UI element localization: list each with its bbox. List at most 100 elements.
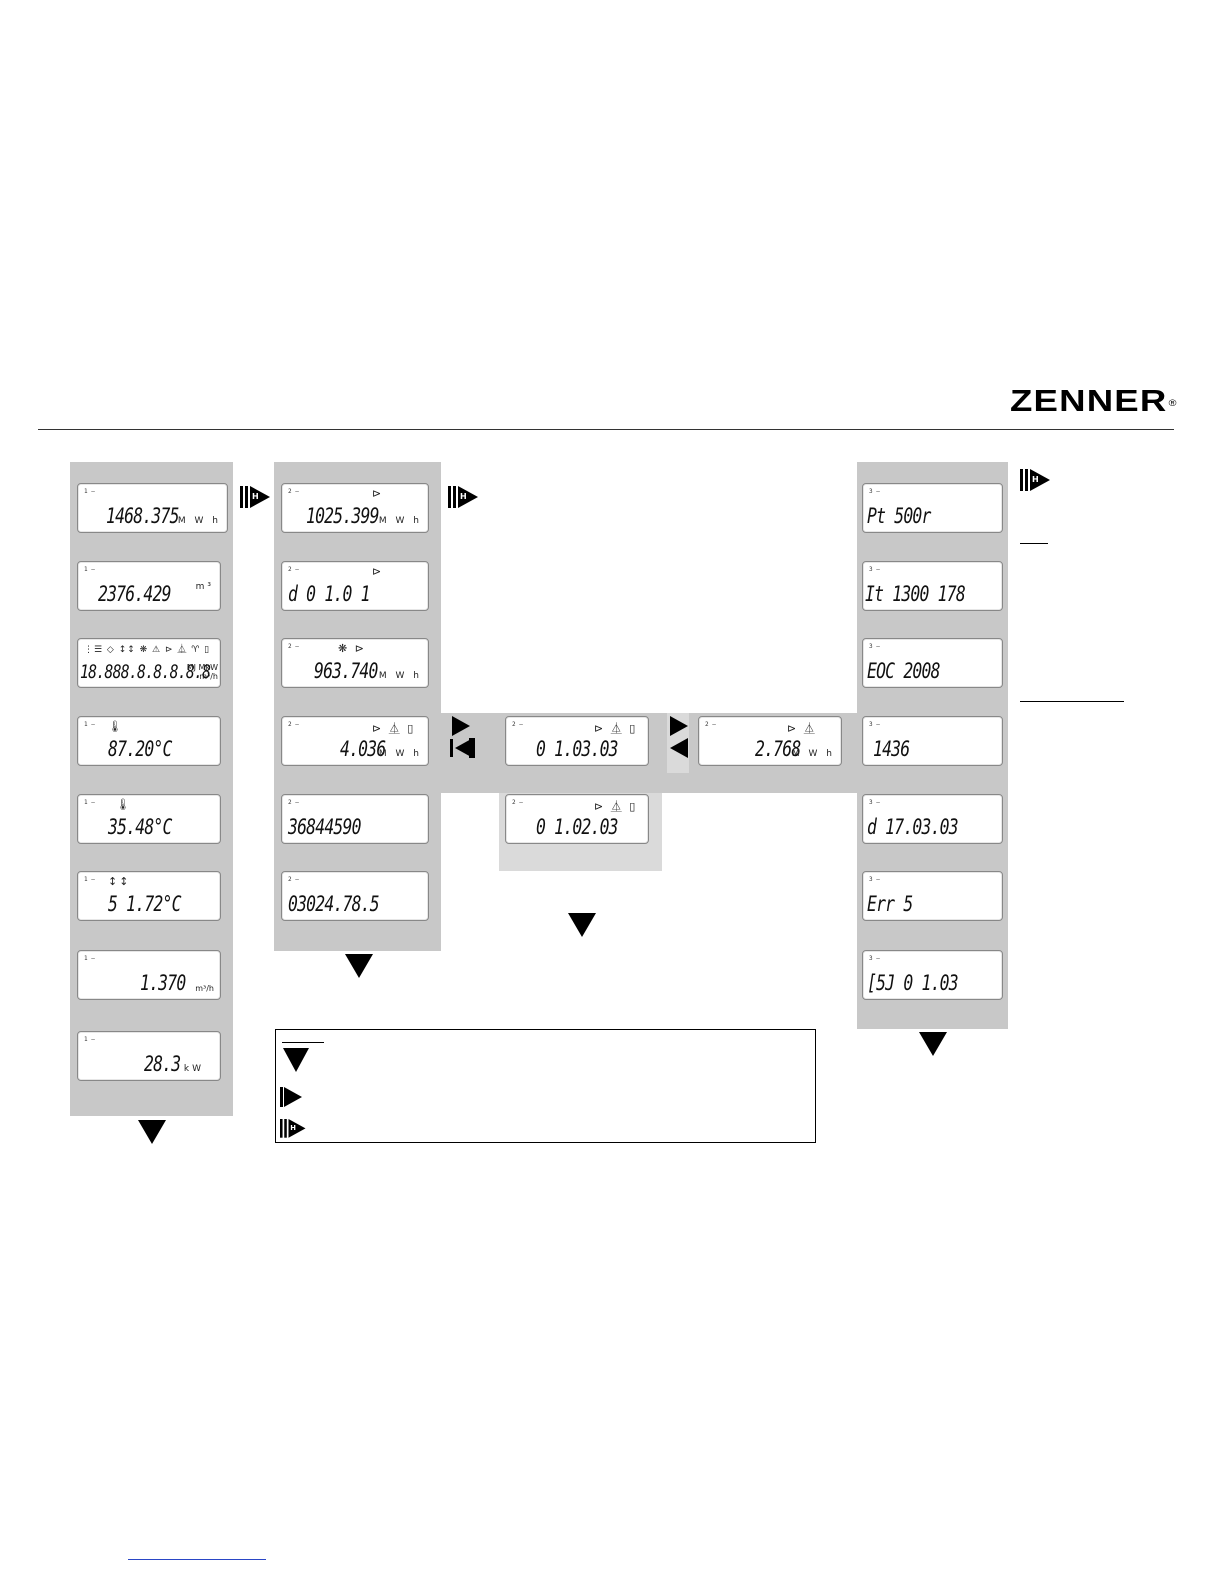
lcd-level2-month-date: 2 — ⊳ ⏅ ▯ 0 1.03.03 [505, 716, 649, 766]
lcd-value: [5J 0 1.03 [867, 971, 959, 995]
header-rule [38, 429, 1174, 430]
lcd-value: Pt 500r [867, 504, 931, 528]
lcd-value: 35.48°C [108, 815, 172, 839]
lcd-value: 1468.375 [106, 504, 179, 528]
brand-name: ZENNER [1010, 383, 1168, 418]
lcd-level-indicator: 2 — [288, 566, 299, 573]
lcd-value: 18.888.8.8.8.8.8 [80, 661, 211, 683]
side-annotation-line [1020, 701, 1124, 702]
lcd-level-indicator: 2 — [288, 488, 299, 495]
lcd-level-indicator: 2 — [288, 643, 299, 650]
lcd-level1-volume: 1 — 2376.429 m³ [77, 561, 221, 611]
lcd-unit: MJ MkW m³/h [186, 663, 218, 681]
lcd-level1-energy: 1 — 1468.375 M W h [77, 483, 228, 533]
lcd-level3-type: 3 — It 1300 178 [862, 561, 1003, 611]
lcd-value: EOC 2008 [867, 659, 940, 683]
lcd-level-indicator: 1 — [84, 799, 95, 806]
snowflake-flag-icons: ❋ ⊳ [338, 642, 366, 655]
legend-underline [282, 1042, 324, 1043]
lcd-level-indicator: 3 — [869, 955, 880, 962]
lcd-symbols: ⋮☰ ◇ ↕↕ ❋ ⚠ ⊳ ⏅ ♈ ▯ [84, 645, 211, 655]
lcd-unit: kW [183, 1064, 204, 1074]
lcd-level2-due-date: 2 — ⊳ d 0 1.0 1 [281, 561, 429, 611]
lcd-level-indicator: 1 — [84, 1036, 95, 1043]
lcd-level3-error: 3 — Err 5 [862, 871, 1003, 921]
lcd-level3-time: 3 — 1436 [862, 716, 1003, 766]
lcd-level-indicator: 3 — [869, 799, 880, 806]
lcd-level-indicator: 3 — [869, 876, 880, 883]
down-arrow-icon [345, 954, 373, 978]
lcd-value: 1436 [873, 737, 910, 761]
back-left-arrow-icon [455, 738, 473, 758]
flag-month-memory-icons: ⊳ ⏅ ▯ [594, 722, 638, 735]
hold-arrow-icon: H [240, 486, 272, 508]
lcd-level-indicator: 3 — [869, 643, 880, 650]
lcd-level-indicator: 2 — [705, 721, 716, 728]
lcd-unit: M W h [177, 516, 221, 526]
hold-arrow-icon: H [1020, 469, 1052, 491]
lcd-value: It 1300 178 [865, 582, 966, 606]
legend-down-arrow-icon [283, 1048, 309, 1072]
lcd-level2-due-date-energy: 2 — ⊳ 1025.399 M W h [281, 483, 429, 533]
arrow-block [469, 738, 475, 758]
lcd-level2-cooling-energy: 2 — ❋ ⊳ 963.740 M W h [281, 638, 429, 688]
short-press-right-arrow-icon [670, 716, 688, 736]
lcd-level3-date: 3 — d 17.03.03 [862, 794, 1003, 844]
lcd-level1-temp-diff: 1 — ↕↕ 5 1.72°C [77, 871, 221, 921]
short-press-right-arrow-icon [452, 716, 470, 736]
level2-column [274, 462, 441, 951]
lcd-level-indicator: 1 — [84, 955, 95, 962]
down-arrow-icon [138, 1120, 166, 1144]
lcd-value: Err 5 [867, 892, 913, 916]
legend-short-press-arrow-icon [284, 1087, 302, 1107]
lcd-level-indicator: 1 — [84, 721, 95, 728]
temp-diff-icon: ↕↕ [108, 875, 131, 888]
flag-icon: ⊳ [372, 487, 384, 500]
lcd-value: 36844590 [288, 815, 361, 839]
lcd-level-indicator: 2 — [288, 799, 299, 806]
lcd-level-indicator: 3 — [869, 488, 880, 495]
lcd-level2-monthly-energy: 2 — ⊳ ⏅ ▯ 4.036 M W h [281, 716, 429, 766]
lcd-value: 0 1.03.03 [536, 737, 619, 761]
lcd-level2-month-cooling: 2 — ⊳ ⏅ 2.768 M W h [698, 716, 842, 766]
lcd-level1-flow-temp: 1 — 🌡 87.20°C [77, 716, 221, 766]
lcd-level-indicator: 2 — [288, 876, 299, 883]
lcd-value: 0 1.02.03 [536, 815, 619, 839]
arrow-bar [450, 739, 453, 757]
lcd-level2-serial-number: 2 — 36844590 [281, 794, 429, 844]
lcd-unit: M W h [378, 516, 422, 526]
lcd-unit: M W h [378, 749, 422, 759]
lcd-level-indicator: 2 — [512, 799, 523, 806]
lcd-value: d 0 1.0 1 [288, 582, 371, 606]
legend-box: H [275, 1029, 816, 1143]
flag-month-memory-icons: ⊳ ⏅ ▯ [372, 722, 416, 735]
lcd-level-indicator: 3 — [869, 721, 880, 728]
lcd-unit: m³/h [195, 984, 214, 993]
flag-month-icons: ⊳ ⏅ [787, 722, 817, 735]
thermometer-icon: 🌡 [108, 720, 124, 733]
lcd-value: 4.036 [340, 737, 386, 761]
lcd-unit: m³ [195, 582, 214, 592]
down-arrow-icon [568, 913, 596, 937]
footer-link-underline [128, 1559, 266, 1560]
lcd-value: d 17.03.03 [867, 815, 959, 839]
lcd-level-indicator: 1 — [84, 566, 95, 573]
lcd-level-indicator: 1 — [84, 876, 95, 883]
lcd-value: 5 1.72°C [108, 892, 181, 916]
lcd-value: 963.740 [314, 659, 378, 683]
lcd-value: 28.3 [144, 1052, 181, 1076]
lcd-value: 1.370 [140, 971, 186, 995]
zenner-logo: ZENNER® [1010, 383, 1177, 418]
lcd-level1-return-temp: 1 — 🌡 35.48°C [77, 794, 221, 844]
legend-arrow-bar [280, 1087, 283, 1107]
lcd-unit: M W h [791, 749, 835, 759]
thermometer-icon: 🌡 [116, 798, 132, 811]
flag-icon: ⊳ [372, 565, 384, 578]
lcd-value: 2.768 [755, 737, 801, 761]
lcd-level-indicator: 1 — [84, 488, 95, 495]
hold-arrow-icon: H [448, 486, 480, 508]
lcd-level2-address: 2 — 03024.78.5 [281, 871, 429, 921]
back-left-arrow-icon [670, 738, 688, 758]
lcd-level2-prev-month-date: 2 — ⊳ ⏅ ▯ 0 1.02.03 [505, 794, 649, 844]
lcd-level3-end-of-calibration: 3 — EOC 2008 [862, 638, 1003, 688]
